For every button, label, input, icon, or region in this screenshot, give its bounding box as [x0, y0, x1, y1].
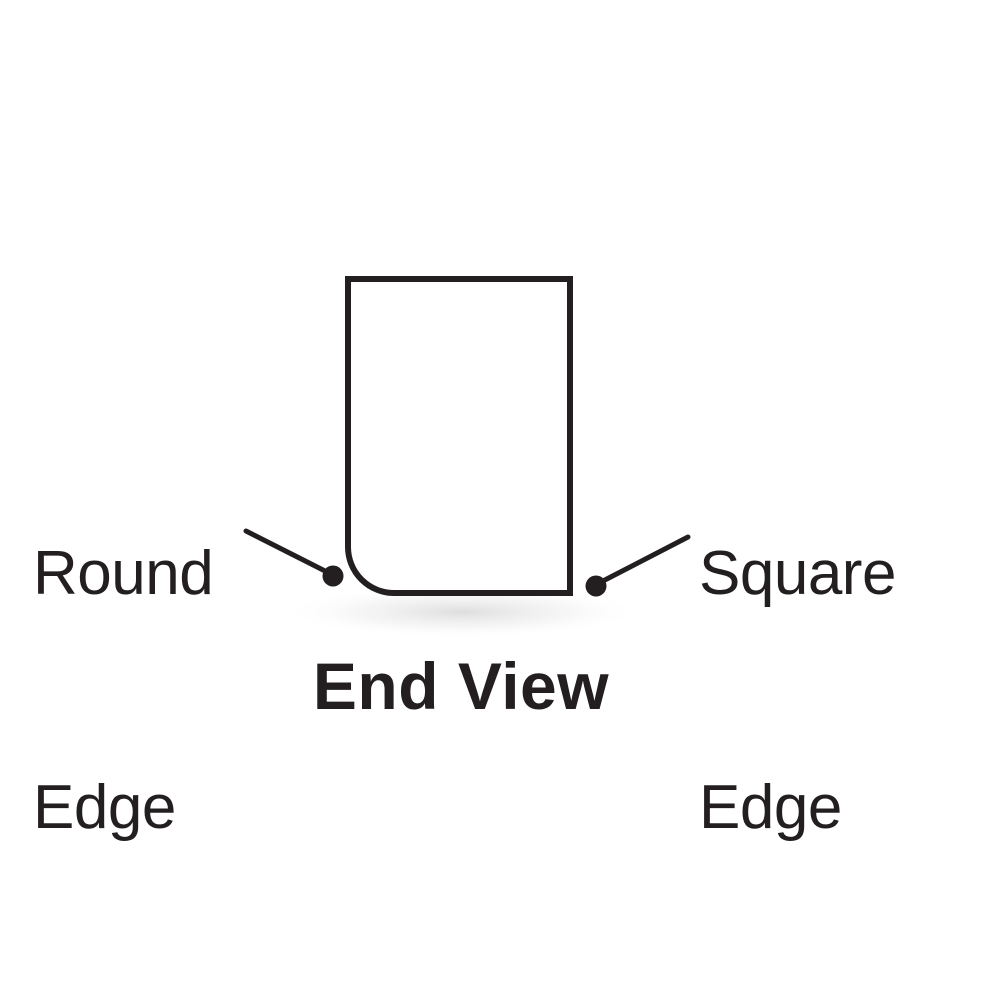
leader-line-round-edge [243, 528, 332, 576]
callout-square-edge-line2: Edge [699, 773, 842, 842]
profile-shadow [282, 586, 642, 638]
callout-round-edge-line2: Edge [33, 773, 176, 842]
leader-dot-round-edge [322, 565, 344, 587]
figure-caption: End View [312, 649, 610, 723]
callout-label-square-edge: Square Edge [699, 379, 896, 1000]
profile-outline [345, 276, 573, 596]
callout-label-round-edge: Round Edge [33, 379, 214, 1000]
callout-round-edge-line1: Round [33, 539, 214, 608]
leader-dot-square-edge [585, 575, 607, 597]
leader-line-square-edge [598, 534, 691, 585]
callout-square-edge-line1: Square [699, 539, 896, 608]
